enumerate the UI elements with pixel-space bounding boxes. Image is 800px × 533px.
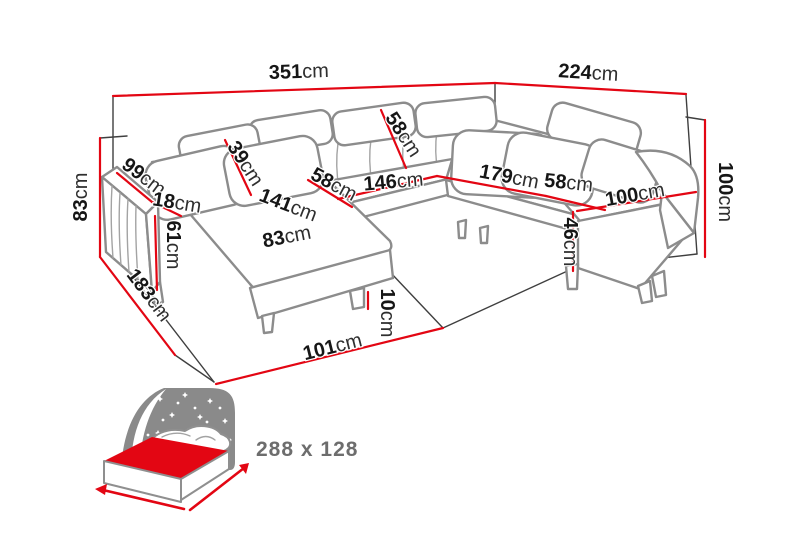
dim-label-depth-bottom: 101cm bbox=[301, 329, 365, 365]
dim-line-100-chaise bbox=[575, 190, 698, 213]
sleeping-size-label: 288 x 128 bbox=[256, 438, 358, 461]
right-arm bbox=[634, 149, 700, 250]
bed-base-right bbox=[180, 450, 230, 501]
dim-line-61 bbox=[153, 214, 159, 292]
dim-line-18 bbox=[150, 200, 183, 218]
chaise-skirt bbox=[248, 248, 395, 320]
dim-label-total-width-right: 224cm bbox=[558, 60, 619, 86]
bed-dimension-arrows bbox=[95, 463, 249, 512]
dim-line-224 bbox=[493, 81, 688, 96]
headrest-2 bbox=[331, 101, 417, 147]
dim-line-99 bbox=[115, 171, 154, 204]
dim-line-58-back bbox=[379, 108, 408, 170]
dim-label-height-right: 100cm bbox=[714, 162, 736, 222]
dim-label-seat-depth-right: 58cm bbox=[543, 170, 594, 197]
dim-line-351 bbox=[111, 81, 497, 98]
dim-line-58-seat bbox=[306, 178, 354, 209]
dim-label-chaise-width: 83cm bbox=[261, 222, 313, 253]
dim-line-146 bbox=[336, 174, 439, 201]
dim-line-179 bbox=[435, 174, 548, 198]
left-arm-pleats bbox=[110, 185, 139, 280]
dim-label-total-width-left: 351cm bbox=[268, 60, 329, 84]
dim-label-height-left: 83cm bbox=[70, 173, 92, 222]
dim-label-arm-front-height: 61cm bbox=[162, 221, 184, 270]
dim-line-39 bbox=[223, 138, 253, 197]
dimension-lines bbox=[98, 81, 707, 386]
bed-base-left bbox=[103, 460, 182, 503]
dim-line-183 bbox=[98, 255, 177, 357]
dim-label-seat-height: 46cm bbox=[559, 218, 581, 267]
dim-label-leg-height: 10cm bbox=[376, 289, 398, 338]
dim-line-101 bbox=[214, 326, 445, 386]
bed bbox=[103, 425, 232, 503]
sofa-feet bbox=[150, 218, 668, 335]
sleep-bed-icon bbox=[95, 388, 249, 512]
pillows bbox=[144, 129, 662, 222]
dim-label-seat-width-mid: 146cm bbox=[363, 168, 425, 195]
